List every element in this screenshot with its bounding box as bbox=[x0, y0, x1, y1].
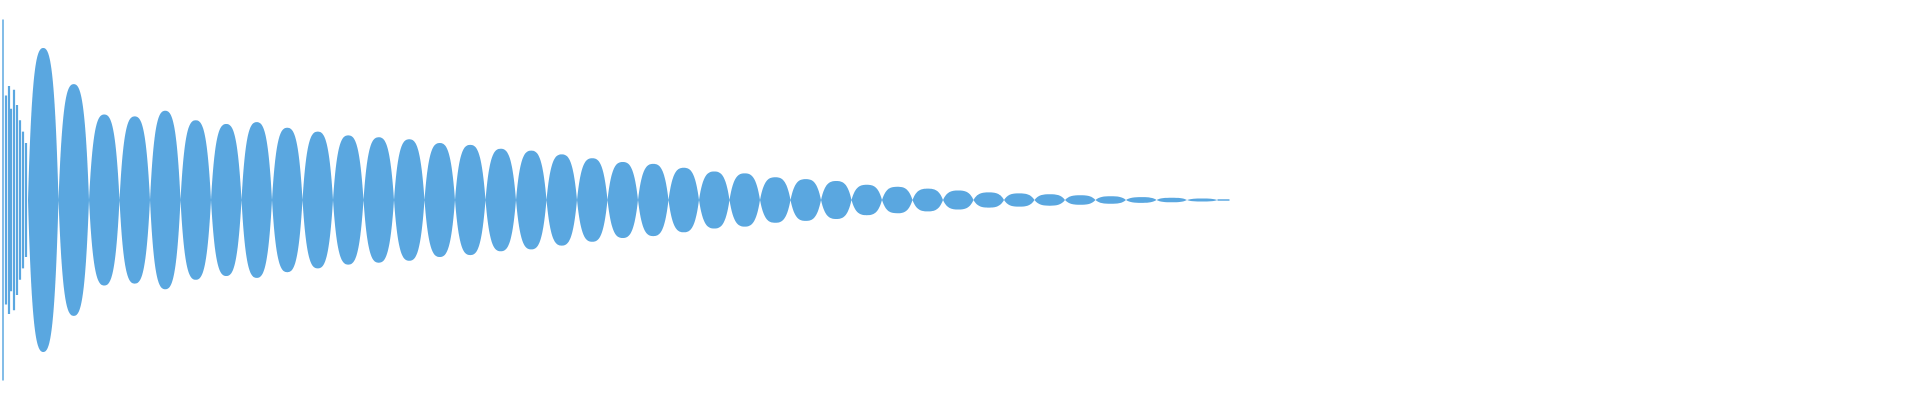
waveform-lobe bbox=[1034, 194, 1065, 206]
waveform-lobe bbox=[882, 186, 913, 214]
waveform-lobe bbox=[1156, 197, 1187, 203]
waveform-lobe bbox=[729, 173, 760, 227]
waveform-lobe bbox=[1126, 197, 1157, 203]
waveform-lobe bbox=[546, 154, 577, 246]
waveform-lobe bbox=[89, 114, 120, 286]
waveform-lobe bbox=[241, 122, 272, 278]
waveform-lobe bbox=[638, 163, 669, 237]
waveform-lobe bbox=[760, 177, 791, 223]
waveform-lobe bbox=[1004, 193, 1035, 207]
waveform-lobe bbox=[211, 124, 242, 276]
waveform-lobe bbox=[912, 188, 943, 212]
waveform-lobe bbox=[851, 184, 882, 216]
waveform-lobes bbox=[28, 47, 1230, 353]
waveform-lobe bbox=[394, 139, 425, 261]
waveform-lobe bbox=[424, 143, 455, 257]
waveform-lobe bbox=[973, 192, 1004, 208]
waveform-lobe bbox=[668, 167, 699, 233]
waveform-transient bbox=[2, 19, 28, 381]
waveform-lobe bbox=[790, 179, 821, 221]
waveform-lobe bbox=[1187, 198, 1218, 202]
waveform-lobe bbox=[302, 131, 333, 269]
waveform-lobe bbox=[180, 120, 211, 280]
waveform-lobe bbox=[516, 150, 547, 250]
waveform-lobe bbox=[455, 144, 486, 256]
waveform-lobe bbox=[150, 110, 181, 290]
waveform-lobe bbox=[58, 84, 89, 316]
waveform-lobe bbox=[485, 148, 516, 252]
waveform-lobe bbox=[363, 137, 394, 263]
waveform-lobe bbox=[119, 116, 150, 284]
waveform-lobe bbox=[607, 162, 638, 238]
waveform-lobe bbox=[943, 190, 974, 210]
waveform-lobe bbox=[699, 171, 730, 229]
waveform-lobe bbox=[577, 158, 608, 242]
waveform-lobe bbox=[272, 127, 303, 273]
waveform-lobe bbox=[28, 47, 59, 353]
waveform-lobe bbox=[333, 135, 364, 265]
waveform-lobe bbox=[1095, 196, 1126, 204]
waveform-lobe bbox=[821, 181, 852, 219]
waveform-lobe bbox=[1065, 195, 1096, 205]
